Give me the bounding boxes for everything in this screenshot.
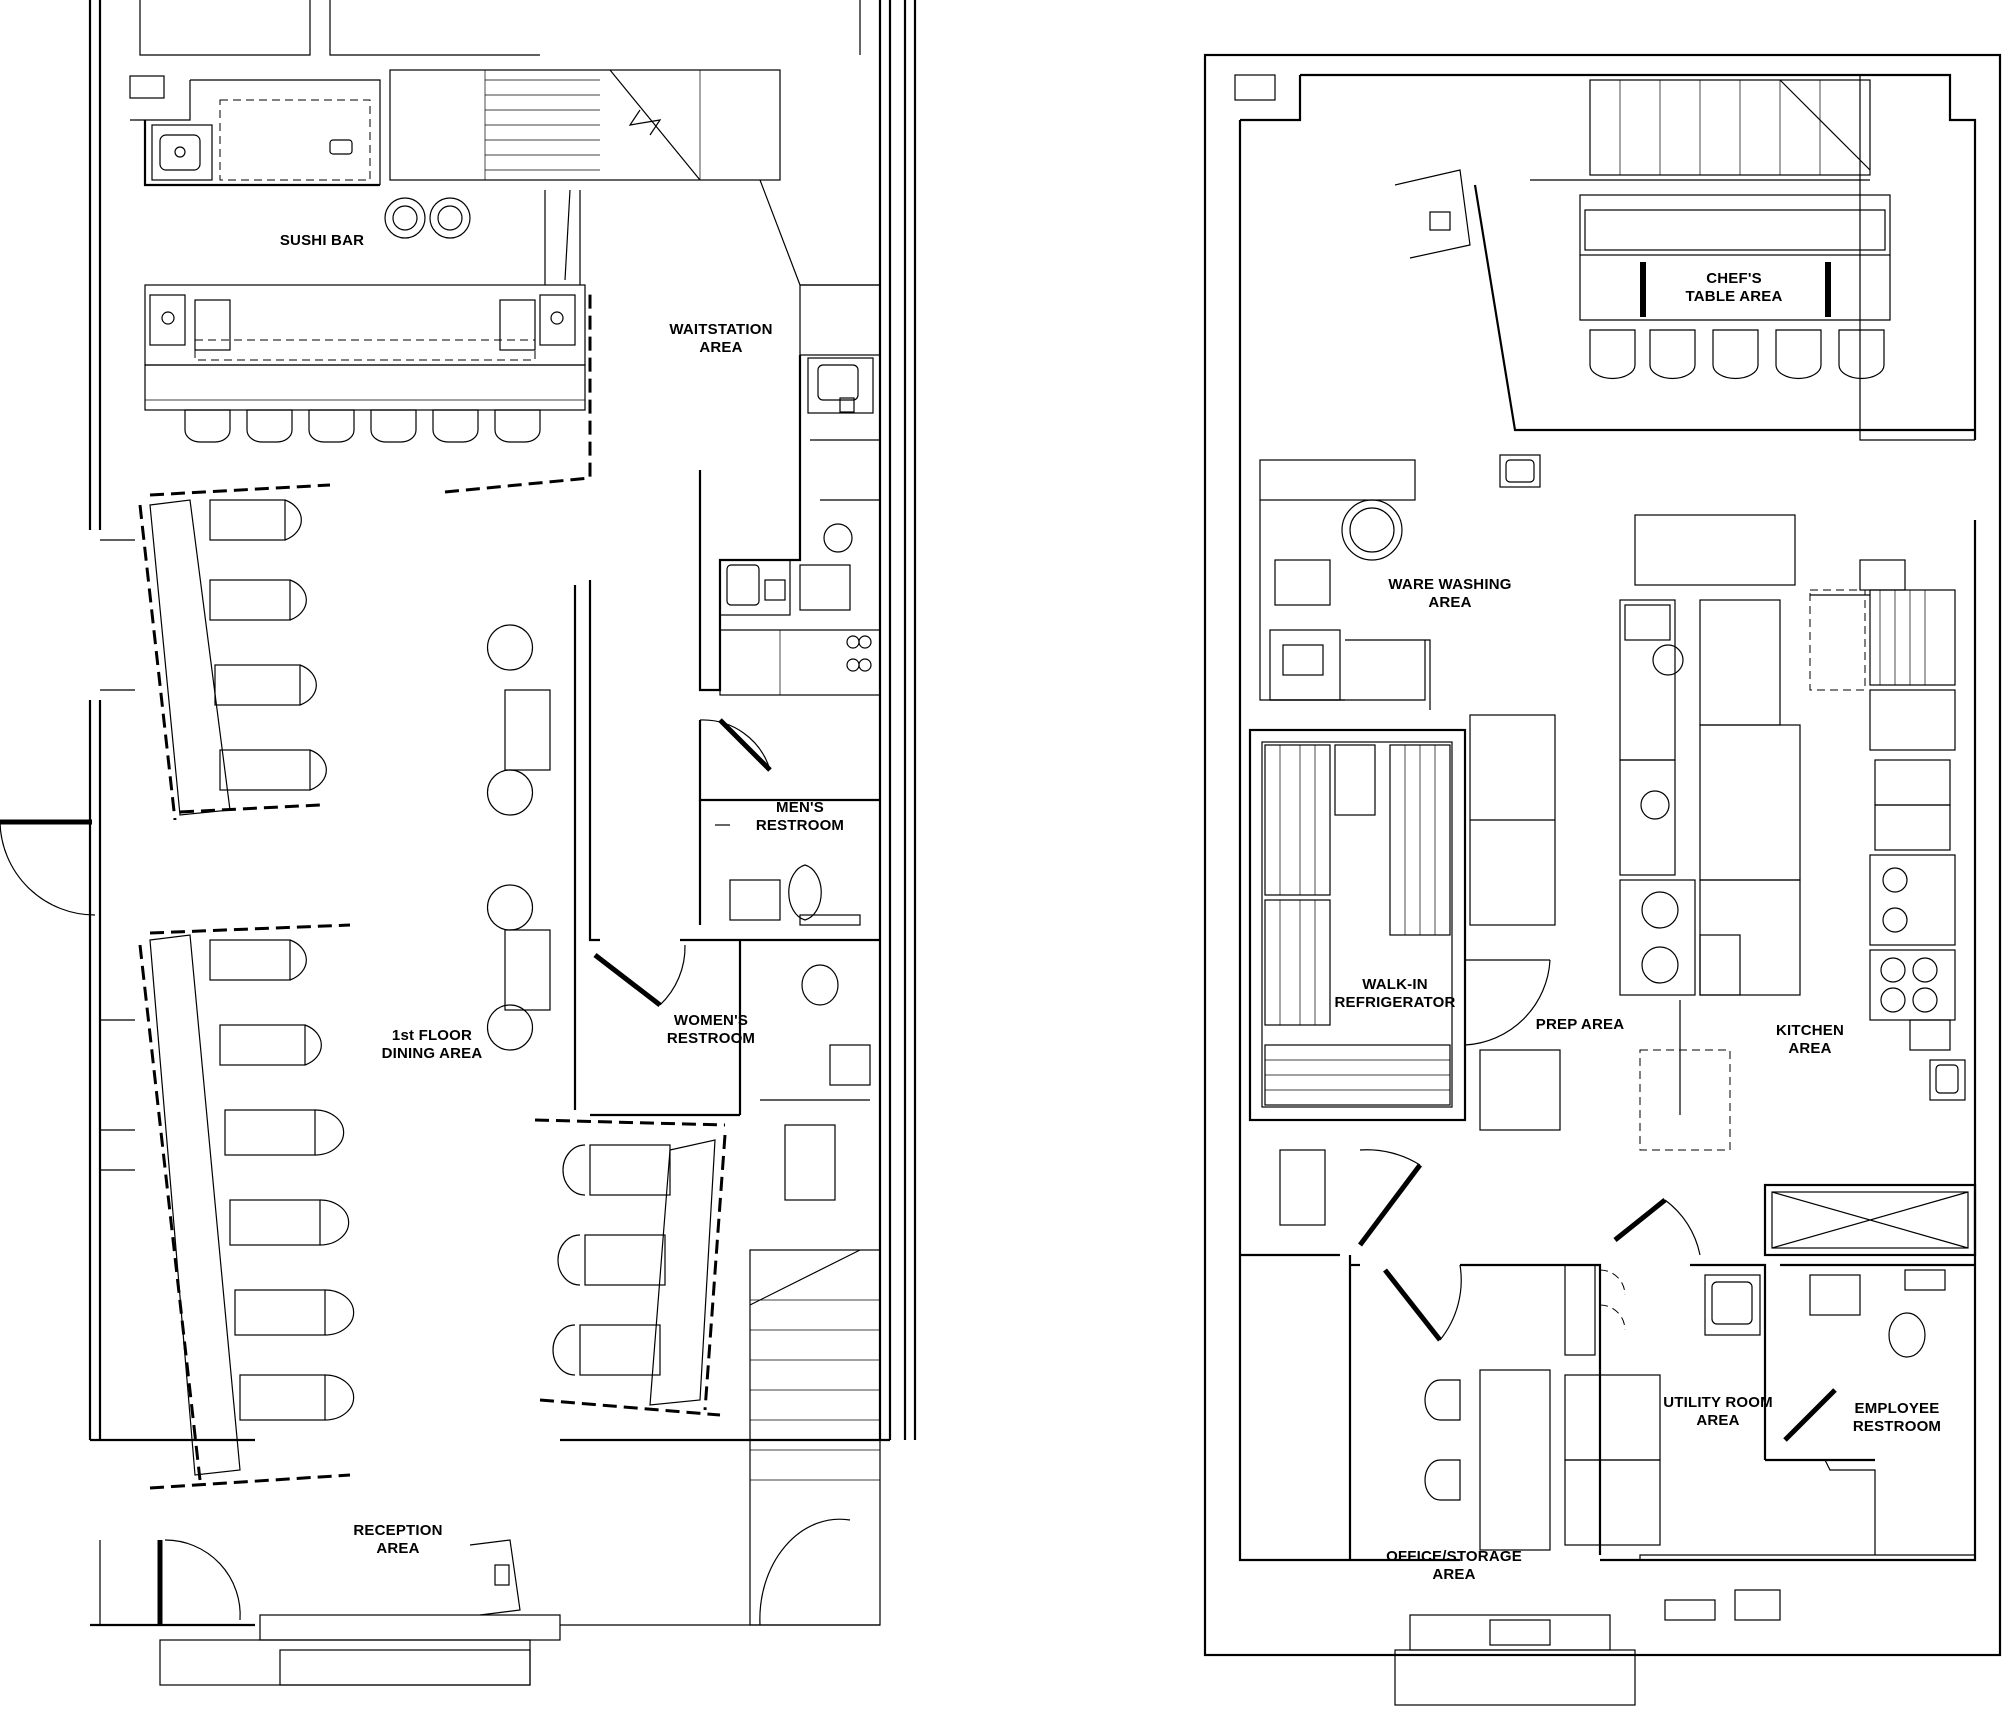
room-label-line: TABLE AREA (1685, 288, 1783, 305)
room-label-mens-restroom: MEN'S RESTROOM (756, 799, 844, 835)
room-label-line: EMPLOYEE (1854, 1400, 1940, 1417)
room-label-line: UTILITY ROOM (1663, 1394, 1773, 1411)
room-label-line: WARE WASHING (1388, 576, 1512, 593)
room-label-walk-in-refrigerator: WALK-IN REFRIGERATOR (1334, 976, 1455, 1012)
room-label-line: WALK-IN (1362, 976, 1428, 993)
room-label-line: AREA (1432, 1566, 1476, 1583)
room-label-line: KITCHEN (1775, 1022, 1845, 1039)
room-label-line: AREA (699, 339, 743, 356)
room-label-line: WAITSTATION (669, 321, 773, 338)
room-label-line: REFRIGERATOR (1334, 994, 1456, 1011)
room-label-line: RESTROOM (666, 1030, 756, 1047)
room-label-utility-room: UTILITY ROOM AREA (1663, 1394, 1773, 1430)
room-label-line: CHEF'S (1706, 270, 1762, 287)
room-label-employee-restroom: EMPLOYEE RESTROOM (1853, 1400, 1941, 1436)
room-label-dining-area: 1st FLOOR DINING AREA (382, 1027, 483, 1063)
room-label-line: AREA (1788, 1040, 1832, 1057)
room-label-reception: RECEPTION AREA (353, 1522, 442, 1558)
room-label-womens-restroom: WOMEN'S RESTROOM (667, 1012, 755, 1048)
room-label-kitchen: KITCHEN AREA (1776, 1022, 1844, 1058)
room-label-line: MEN'S (776, 799, 824, 816)
room-label-chefs-table: CHEF'S TABLE AREA (1686, 270, 1783, 306)
first-floor-plan (0, 0, 917, 1686)
room-label-line: SUSHI BAR (279, 232, 365, 249)
room-label-line: 1st FLOOR (391, 1027, 473, 1044)
room-label-line: PREP AREA (1535, 1016, 1625, 1033)
room-label-sushi-bar: SUSHI BAR (280, 232, 364, 250)
second-floor-plan (1203, 53, 2002, 1706)
room-label-office-storage: OFFICE/STORAGE AREA (1386, 1548, 1522, 1584)
room-label-line: AREA (1428, 594, 1472, 611)
room-label-prep-area: PREP AREA (1536, 1016, 1625, 1034)
room-label-line: RECEPTION (353, 1522, 443, 1539)
room-label-line: WOMEN'S (673, 1012, 749, 1029)
room-label-line: RESTROOM (755, 817, 845, 834)
room-label-line: AREA (376, 1540, 420, 1557)
room-label-line: AREA (1696, 1412, 1740, 1429)
room-label-waitstation: WAITSTATION AREA (669, 321, 772, 357)
room-label-line: DINING AREA (381, 1045, 483, 1062)
room-label-line: RESTROOM (1852, 1418, 1942, 1435)
room-label-ware-washing: WARE WASHING AREA (1388, 576, 1511, 612)
room-label-line: OFFICE/STORAGE (1386, 1548, 1522, 1565)
